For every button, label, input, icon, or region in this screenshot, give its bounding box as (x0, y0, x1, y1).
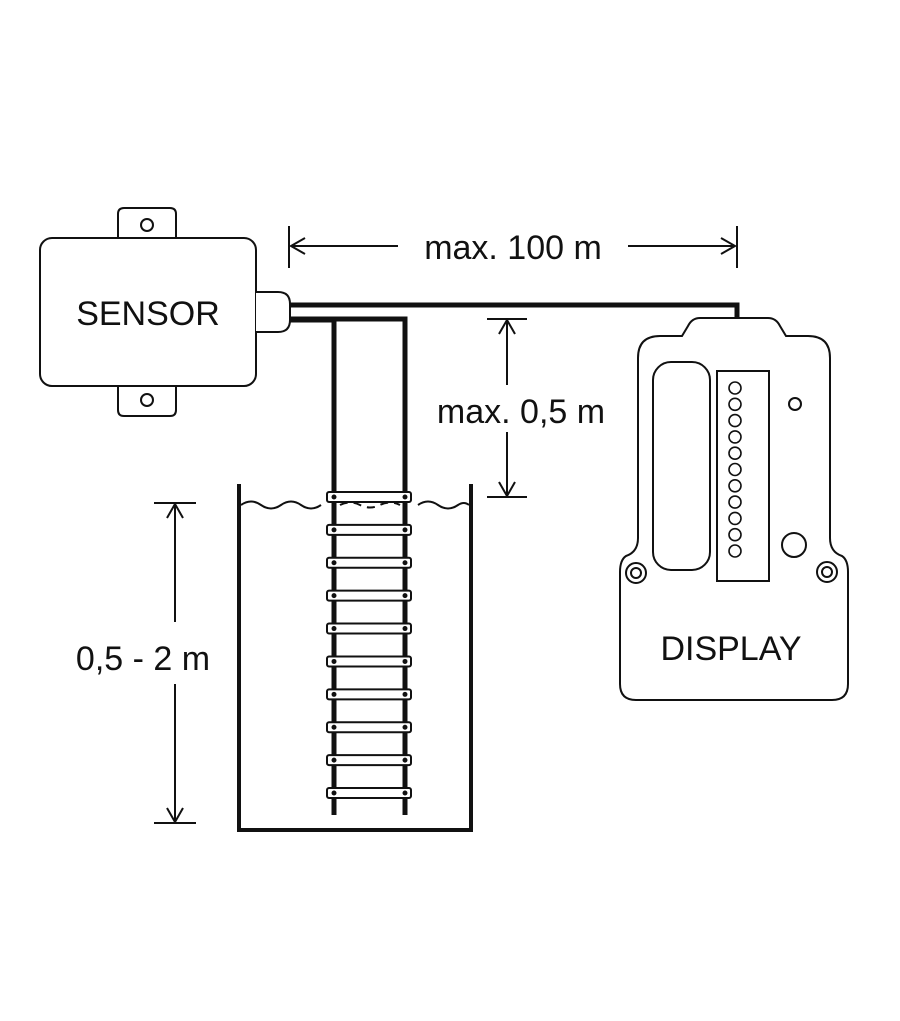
probe-rung-bolt-icon (331, 757, 337, 763)
probe-rung-bolt-icon (331, 790, 337, 796)
cable-dim-left-arrow-icon (288, 237, 306, 255)
probe-rung-bolt-icon (331, 494, 337, 500)
height-dim-down-arrow-icon (498, 481, 516, 499)
display-label: DISPLAY (660, 630, 801, 668)
water-surface (240, 500, 470, 510)
probe-rung-bolt-icon (331, 527, 337, 533)
probe-rung-bolt-icon (331, 658, 337, 664)
tank-depth-label: 0,5 - 2 m (76, 640, 210, 678)
cable-dim-right-arrow-icon (720, 237, 738, 255)
tank-outline (237, 484, 473, 832)
cable-length-label: max. 100 m (424, 229, 602, 267)
water-wave-right (417, 500, 470, 510)
display-led-icon (728, 430, 742, 444)
probe-rung (326, 491, 412, 503)
probe-rung (326, 523, 412, 536)
probe-rung-bolt-icon (331, 560, 337, 566)
display-unit (619, 317, 849, 701)
display-led-icon (728, 413, 742, 428)
probe-rung-bolt-icon (402, 691, 408, 697)
display-led-icon (728, 462, 742, 477)
probe-rung (326, 787, 412, 799)
display-left-screw-inner-icon (630, 567, 642, 579)
sensor-bottom-mount-hole-icon (140, 393, 154, 407)
probe-rung-bolt-icon (402, 494, 408, 500)
probe-rung-bolt-icon (331, 691, 337, 697)
probe-rung (326, 622, 412, 635)
depth-dim-down-arrow-icon (166, 807, 184, 825)
probe-rung-bolt-icon (402, 593, 408, 599)
probe-rung-bolt-icon (402, 560, 408, 566)
probe-rung (326, 721, 412, 734)
height-dim-up-arrow-icon (498, 317, 516, 335)
sensor-height-dimension (487, 317, 527, 499)
probe-right-rail (290, 316, 408, 815)
display-led-icon (728, 495, 742, 509)
display-led-icon (728, 381, 742, 395)
probe (290, 316, 412, 815)
display-right-screw-inner-icon (821, 566, 833, 578)
water-wave-center (339, 501, 401, 509)
sensor-cable-gland (256, 291, 291, 333)
probe-rung-bolt-icon (402, 724, 408, 730)
display-knob-icon (781, 532, 807, 558)
display-led-icon (728, 478, 742, 493)
sensor-unit (39, 207, 291, 417)
probe-rung (326, 655, 412, 668)
water-wave-left (240, 500, 322, 510)
sensor-height-label: max. 0,5 m (437, 393, 605, 431)
display-led-panel (716, 370, 770, 582)
probe-rung-bolt-icon (402, 626, 408, 632)
display-led-icon (728, 397, 742, 412)
display-indicator-icon (788, 397, 802, 411)
sensor-label: SENSOR (76, 295, 220, 333)
probe-rung-bolt-icon (402, 757, 408, 763)
probe-rung-bolt-icon (402, 658, 408, 664)
probe-rung-bolt-icon (331, 724, 337, 730)
probe-rung-bolt-icon (331, 593, 337, 599)
probe-rung (326, 589, 412, 602)
probe-rung-bolt-icon (402, 790, 408, 796)
depth-dim-up-arrow-icon (166, 501, 184, 519)
tank-depth-dimension (154, 501, 196, 825)
cable-to-display (290, 302, 740, 318)
display-led-icon (728, 544, 742, 558)
display-led-icon (728, 527, 742, 542)
cable-length-dimension (288, 226, 738, 268)
probe-rung-bolt-icon (402, 527, 408, 533)
probe-rung (326, 754, 412, 767)
display-led-icon (728, 446, 742, 461)
display-leds (728, 381, 742, 558)
probe-rung (326, 556, 412, 569)
sensor-top-mount-hole-icon (140, 218, 154, 232)
display-window (652, 361, 711, 571)
probe-rung-bolt-icon (331, 626, 337, 632)
probe-rung (326, 688, 412, 701)
probe-rungs (326, 491, 412, 799)
display-led-icon (728, 511, 742, 526)
